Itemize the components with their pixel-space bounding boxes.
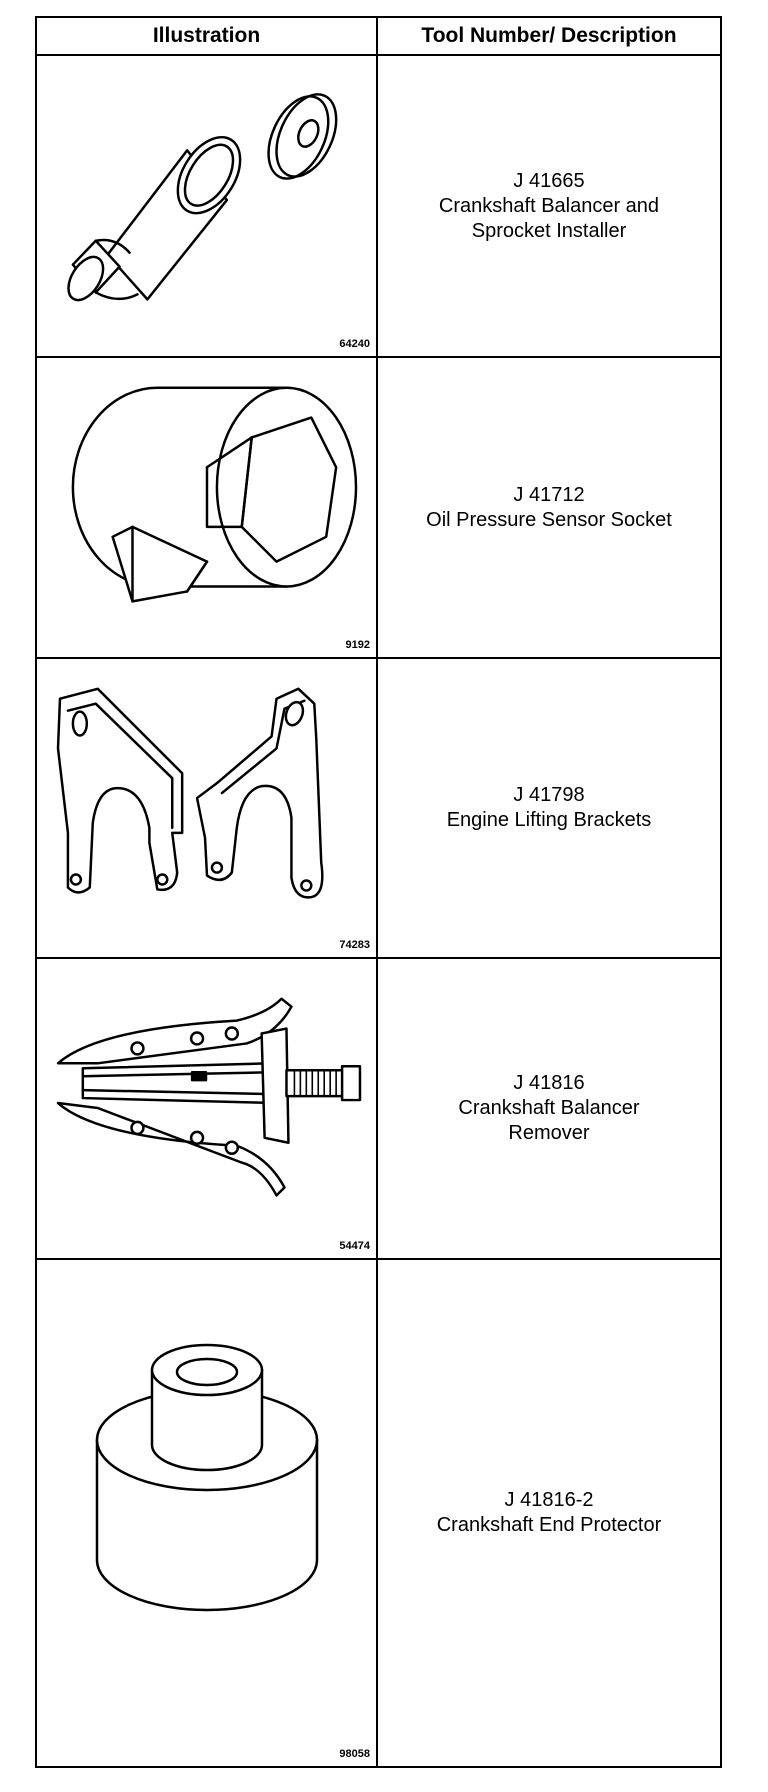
sensor-socket-drawing xyxy=(71,386,358,603)
sensor-socket-illustration: 9192 xyxy=(37,358,376,657)
figure-number: 9192 xyxy=(345,639,370,651)
table-row: 9192 J 41712 Oil Pressure Sensor Socket xyxy=(37,358,720,659)
table-row: 54474 J 41816 Crankshaft Balancer Remove… xyxy=(37,959,720,1260)
header-tool-number-description: Tool Number/ Description xyxy=(421,24,677,47)
figure-number: 74283 xyxy=(339,939,370,951)
tool-info: J 41816-2 Crankshaft End Protector xyxy=(378,1260,720,1766)
tool-description: Crankshaft Balancer and Sprocket Install… xyxy=(438,194,660,242)
figure-number: 98058 xyxy=(339,1748,370,1760)
tool-info: J 41816 Crankshaft Balancer Remover xyxy=(378,959,720,1258)
tool-description: Oil Pressure Sensor Socket xyxy=(426,508,672,531)
tool-description: Crankshaft End Protector xyxy=(436,1514,662,1536)
figure-number: 64240 xyxy=(339,338,370,350)
tool-number: J 41816 xyxy=(513,1072,585,1094)
lifting-brackets-drawing xyxy=(56,687,324,899)
figure-number: 54474 xyxy=(339,1240,370,1252)
end-protector-drawing xyxy=(95,1343,319,1612)
table-header: Illustration Tool Number/ Description xyxy=(37,18,720,56)
end-protector-illustration: 98058 xyxy=(37,1260,376,1766)
table-row: 98058 J 41816-2 Crankshaft End Protector xyxy=(37,1260,720,1766)
tool-description: Engine Lifting Brackets xyxy=(446,809,652,831)
tool-table: Illustration Tool Number/ Description 64… xyxy=(35,16,722,1768)
balancer-installer-illustration: 64240 xyxy=(37,56,376,356)
tool-description: Crankshaft Balancer Remover xyxy=(458,1097,640,1144)
tool-info: J 41712 Oil Pressure Sensor Socket xyxy=(378,358,720,657)
balancer-remover-illustration: 54474 xyxy=(37,959,376,1258)
tool-number: J 41798 xyxy=(513,784,585,806)
lifting-brackets-illustration: 74283 xyxy=(37,659,376,957)
tool-number: J 41816-2 xyxy=(504,1489,594,1511)
tool-number: J 41665 xyxy=(513,169,585,192)
balancer-installer-drawing xyxy=(67,93,338,302)
balancer-remover-drawing xyxy=(56,997,362,1197)
table-row: 74283 J 41798 Engine Lifting Brackets xyxy=(37,659,720,959)
table-row: 64240 J 41665 Crankshaft Balancer and Sp… xyxy=(37,56,720,358)
column-divider xyxy=(376,18,378,1766)
header-illustration: Illustration xyxy=(152,24,261,47)
tool-number: J 41712 xyxy=(513,483,585,506)
tool-info: J 41665 Crankshaft Balancer and Sprocket… xyxy=(378,56,720,356)
tool-info: J 41798 Engine Lifting Brackets xyxy=(378,659,720,957)
